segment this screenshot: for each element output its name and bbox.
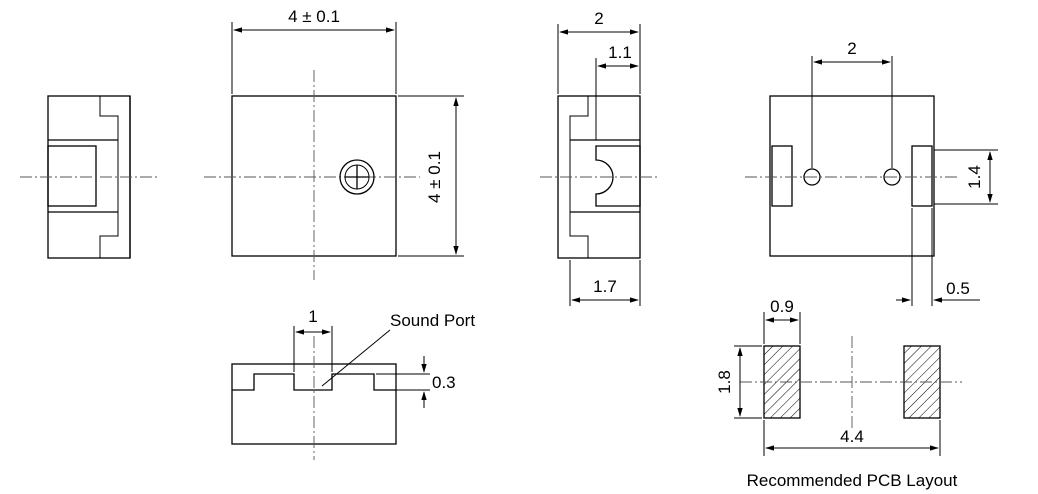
dim-pcb-pad-width: 0.9 xyxy=(770,297,794,316)
dim-sound-port-depth: 0.3 xyxy=(432,373,456,392)
dim-side-width: 2 xyxy=(594,9,603,28)
sound-port-section-view: 1 0.3 Sound Port xyxy=(231,307,475,460)
dim-pcb-pad-height: 1.8 xyxy=(715,370,734,394)
dim-side-depth: 1.7 xyxy=(593,277,617,296)
right-side-view: 2 1.1 1.7 xyxy=(540,9,660,306)
dim-front-height: 4 ± 0.1 xyxy=(425,151,444,203)
dim-side-inner: 1.1 xyxy=(608,43,632,62)
sound-port-label: Sound Port xyxy=(390,311,475,330)
pcb-layout-view: 0.9 1.8 4.4 Recommended PCB Layout xyxy=(715,297,962,490)
dim-pcb-pad-span: 4.4 xyxy=(840,427,864,446)
dim-pad-width-ref: 0.5 xyxy=(946,279,970,298)
dim-sound-port-width: 1 xyxy=(308,307,317,326)
front-view: 4 ± 0.1 4 ± 0.1 xyxy=(204,7,464,280)
dim-pad-height-ref: 1.4 xyxy=(965,165,984,189)
pcb-layout-label: Recommended PCB Layout xyxy=(747,471,958,490)
left-side-view xyxy=(20,95,160,259)
dim-pin-spacing: 2 xyxy=(847,39,856,58)
adjust-screw-icon xyxy=(339,159,375,195)
bottom-view: 2 1.4 0.5 xyxy=(745,39,998,306)
dim-top-width: 4 ± 0.1 xyxy=(288,7,340,26)
